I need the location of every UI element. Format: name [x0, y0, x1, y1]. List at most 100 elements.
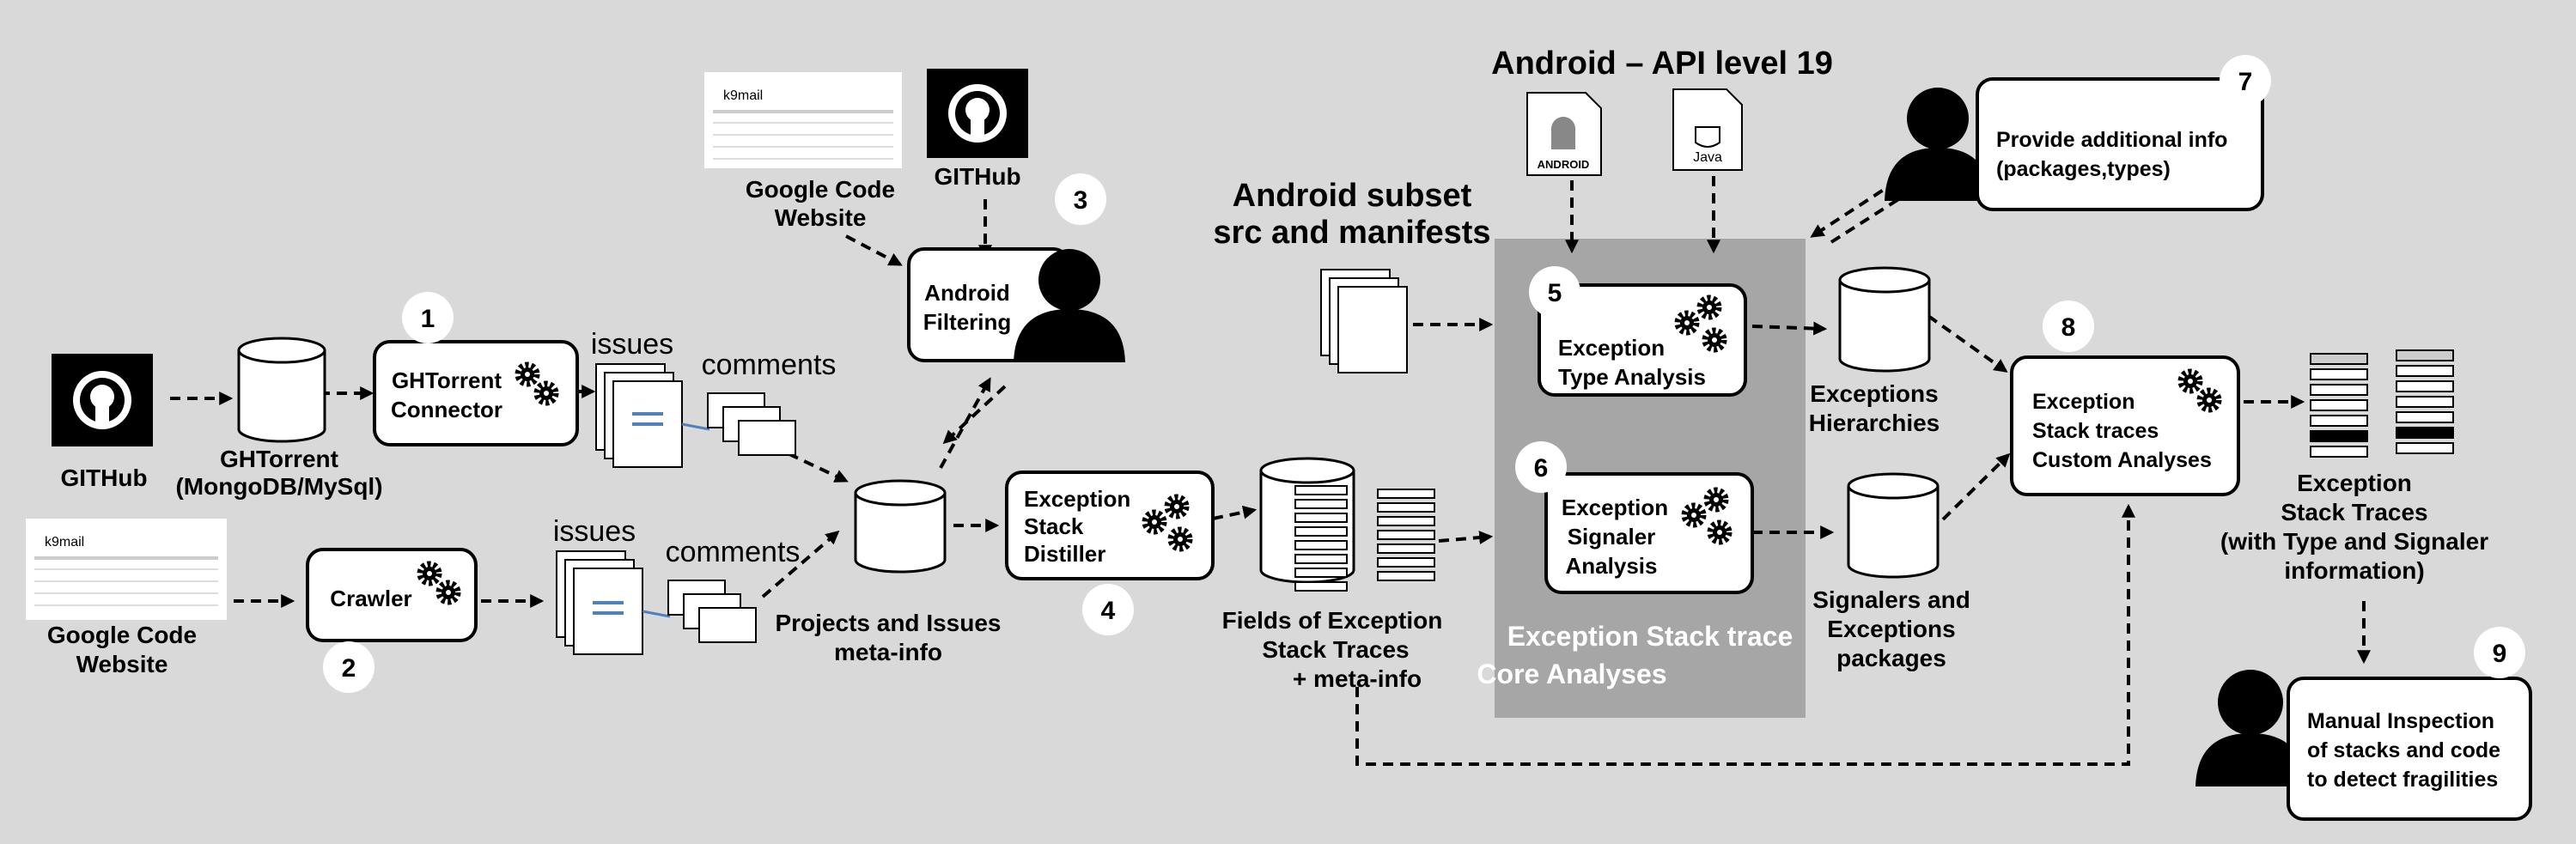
- provide-info-line1: Provide additional info: [1996, 128, 2227, 152]
- comment-documents-top: [707, 392, 796, 456]
- fields-label-line2: Stack Traces: [1262, 636, 1409, 663]
- subset-label-line2: src and manifests: [1213, 215, 1490, 251]
- github-label-left: GITHub: [60, 465, 147, 491]
- arrow-gcweb-to-filtering: [845, 234, 903, 266]
- step-number-4: 4: [1101, 597, 1116, 625]
- google-code-screenshot-top: k9mail: [704, 72, 902, 168]
- step-number-9: 9: [2493, 640, 2507, 668]
- signaler-analysis-line1: Exception: [1562, 495, 1668, 520]
- output-stack-traces-icon: [2310, 349, 2454, 458]
- step-number-3: 3: [1074, 186, 1088, 215]
- custom-analyses-box: [2010, 355, 2240, 496]
- issues-label-top: issues: [591, 328, 673, 361]
- arrow-hierarchies-to-custom: [1927, 314, 2008, 373]
- comment-documents-bottom: [667, 580, 757, 643]
- type-analysis-line1: Exception: [1558, 335, 1665, 361]
- person-icon: [1014, 249, 1125, 362]
- android-file-icon: ANDROID: [1526, 92, 1602, 176]
- github-octocat-icon: [948, 84, 1007, 143]
- step-badge-3: [1055, 173, 1106, 225]
- person-icon: [1885, 88, 1991, 201]
- manual-inspection-box: [2287, 677, 2532, 821]
- hierarchies-label-line1: Exceptions: [1810, 380, 1938, 407]
- source-files-icon: [1320, 269, 1408, 373]
- output-label-line2: Stack Traces: [2281, 499, 2427, 525]
- issue-documents-bottom: [556, 550, 671, 655]
- output-label-line3: (with Type and Signaler: [2220, 528, 2488, 555]
- person-icon: [2195, 670, 2305, 786]
- step-number-1: 1: [421, 305, 435, 333]
- projects-database: [854, 479, 947, 574]
- ghtorrent-database: [237, 337, 326, 443]
- step-badge-6: [1515, 441, 1567, 493]
- projects-label-line1: Projects and Issues: [775, 610, 1001, 636]
- arrow-distiller-to-traces: [1212, 505, 1258, 520]
- arrow-packages-to-custom: [1941, 452, 2011, 521]
- custom-analyses-line2: Stack traces: [2032, 419, 2159, 443]
- output-label-line1: Exception: [2297, 470, 2412, 496]
- signaler-analysis-line2: Signaler: [1568, 524, 1656, 550]
- custom-analyses-line1: Exception: [2032, 390, 2134, 414]
- signalers-database: [1847, 472, 1940, 579]
- svg-text:Java: Java: [1693, 150, 1722, 165]
- arrow-info-out: [1830, 177, 1934, 244]
- ghtorrent-connector-line2: Connector: [391, 397, 502, 422]
- crawler-label: Crawler: [330, 586, 411, 611]
- signalers-label-line3: packages: [1836, 645, 1946, 671]
- step-number-7: 7: [2238, 68, 2253, 96]
- ghtorrent-db-line1: GHTorrent: [220, 446, 338, 472]
- step-number-5: 5: [1548, 279, 1562, 307]
- step-badge-1: [402, 292, 454, 343]
- step-badge-4: [1082, 584, 1134, 635]
- manual-inspection-line3: to detect fragilities: [2307, 768, 2498, 792]
- google-code-label-top-line2: Website: [775, 204, 867, 231]
- distiller-line3: Distiller: [1024, 541, 1105, 567]
- svg-text:k9mail: k9mail: [45, 535, 84, 550]
- comments-label-top: comments: [702, 349, 837, 381]
- hierarchies-database: [1838, 266, 1931, 373]
- step-number-8: 8: [2061, 313, 2076, 342]
- arrow-comments-top-to-projects: [772, 445, 849, 483]
- filtering-line2: Filtering: [923, 309, 1012, 335]
- subset-label-line1: Android subset: [1233, 178, 1472, 214]
- core-label-line1: Exception Stack trace: [1507, 621, 1793, 652]
- hierarchies-label-line2: Hierarchies: [1809, 410, 1940, 436]
- step-badge-8: [2043, 301, 2094, 352]
- custom-analyses-line3: Custom Analyses: [2032, 448, 2212, 472]
- signalers-label-line2: Exceptions: [1827, 616, 1955, 642]
- fields-label-line3: + meta-info: [1293, 665, 1422, 692]
- arrow-type-to-hierarchies: [1751, 321, 1828, 336]
- comments-label-bottom: comments: [666, 536, 801, 568]
- core-label-line2: Core Analyses: [1477, 659, 1666, 689]
- provide-info-line2: (packages,types): [1996, 157, 2171, 181]
- arrow-traces-to-custom: [1355, 503, 2135, 766]
- type-analysis-line2: Type Analysis: [1558, 364, 1706, 390]
- svg-text:ANDROID: ANDROID: [1538, 158, 1590, 171]
- step-badge-7: [2220, 55, 2271, 106]
- diagram-title: Android – API level 19: [1491, 46, 1833, 82]
- step-number-6: 6: [1534, 454, 1549, 483]
- manual-inspection-line1: Manual Inspection: [2307, 709, 2494, 733]
- distiller-line2: Stack: [1024, 513, 1084, 539]
- distiller-box: [1005, 471, 1215, 580]
- manual-inspection-line2: of stacks and code: [2307, 738, 2500, 762]
- google-code-label-left-line1: Google Code: [47, 622, 197, 648]
- arrow-filtering-up: [942, 385, 1007, 445]
- filtering-line1: Android: [924, 280, 1010, 306]
- stack-trace-icons: [1294, 485, 1435, 592]
- google-code-screenshot-left: k9mail: [26, 519, 227, 620]
- step-badge-9: [2474, 627, 2525, 678]
- distiller-line1: Exception: [1024, 486, 1130, 512]
- step-badge-5: [1529, 266, 1580, 318]
- arrow-traces-to-signaler: [1438, 531, 1494, 545]
- ghtorrent-db-line2: (MongoDB/MySql): [175, 473, 382, 500]
- github-octocat-icon: [73, 371, 131, 429]
- fields-label-line1: Fields of Exception: [1222, 607, 1443, 634]
- provide-info-box: [1976, 77, 2264, 211]
- google-code-label-left-line2: Website: [76, 651, 168, 677]
- step-badge-2: [323, 641, 375, 693]
- java-file-icon: Java: [1672, 88, 1743, 171]
- output-label-line4: information): [2284, 557, 2424, 584]
